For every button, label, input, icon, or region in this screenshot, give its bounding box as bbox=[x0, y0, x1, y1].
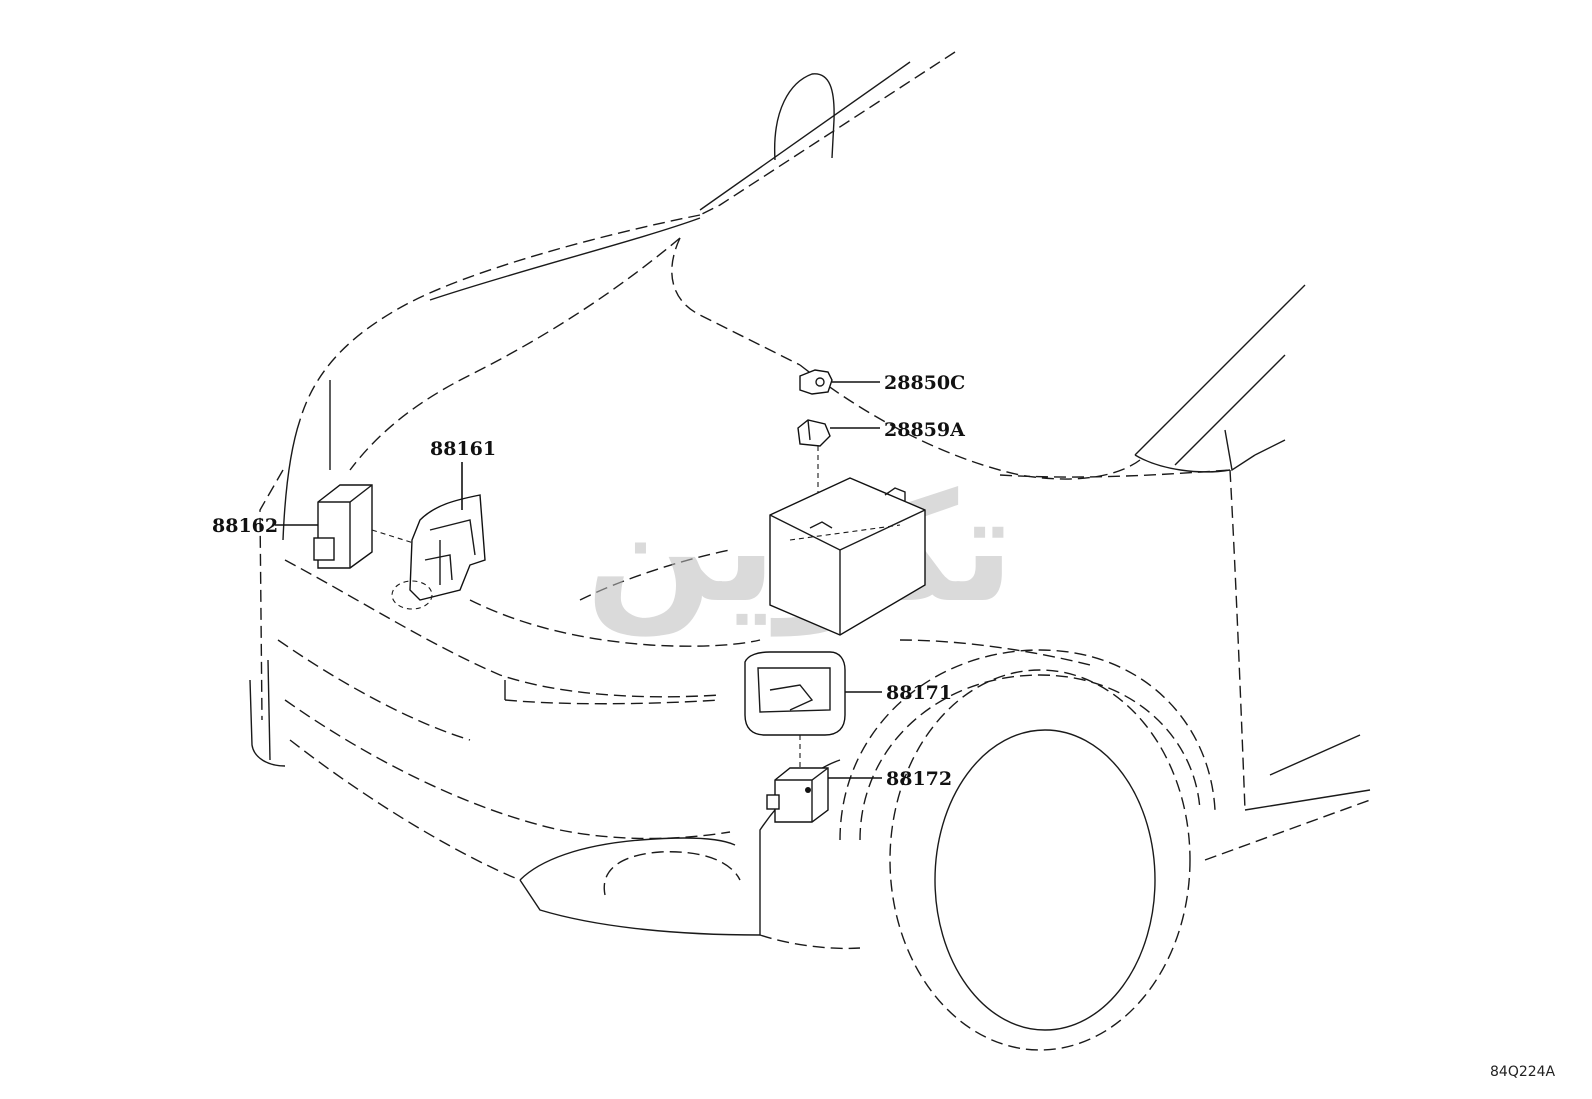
part-28850c-clamp-drawing bbox=[799, 369, 833, 395]
figure-code: 84Q224A bbox=[1490, 1064, 1556, 1080]
callout-28850c: 28850C bbox=[884, 372, 965, 394]
part-28859a-clamp-drawing bbox=[797, 419, 831, 447]
part-88162-module-drawing bbox=[313, 484, 421, 569]
part-88161-bracket-drawing bbox=[391, 494, 486, 610]
leader-lines bbox=[275, 381, 882, 779]
callout-88161: 88161 bbox=[430, 438, 496, 460]
callout-28859a: 28859A bbox=[884, 419, 965, 441]
battery-drawing bbox=[769, 477, 926, 636]
part-88171-frame-drawing bbox=[744, 651, 846, 770]
callout-88172: 88172 bbox=[886, 768, 952, 790]
part-88172-module-drawing bbox=[766, 767, 829, 823]
callout-labels: 88162 88161 28850C 28859A 88171 88172 bbox=[212, 372, 965, 790]
callout-88171: 88171 bbox=[886, 682, 952, 704]
car-outline bbox=[249, 51, 1371, 1051]
callout-88162: 88162 bbox=[212, 515, 278, 537]
